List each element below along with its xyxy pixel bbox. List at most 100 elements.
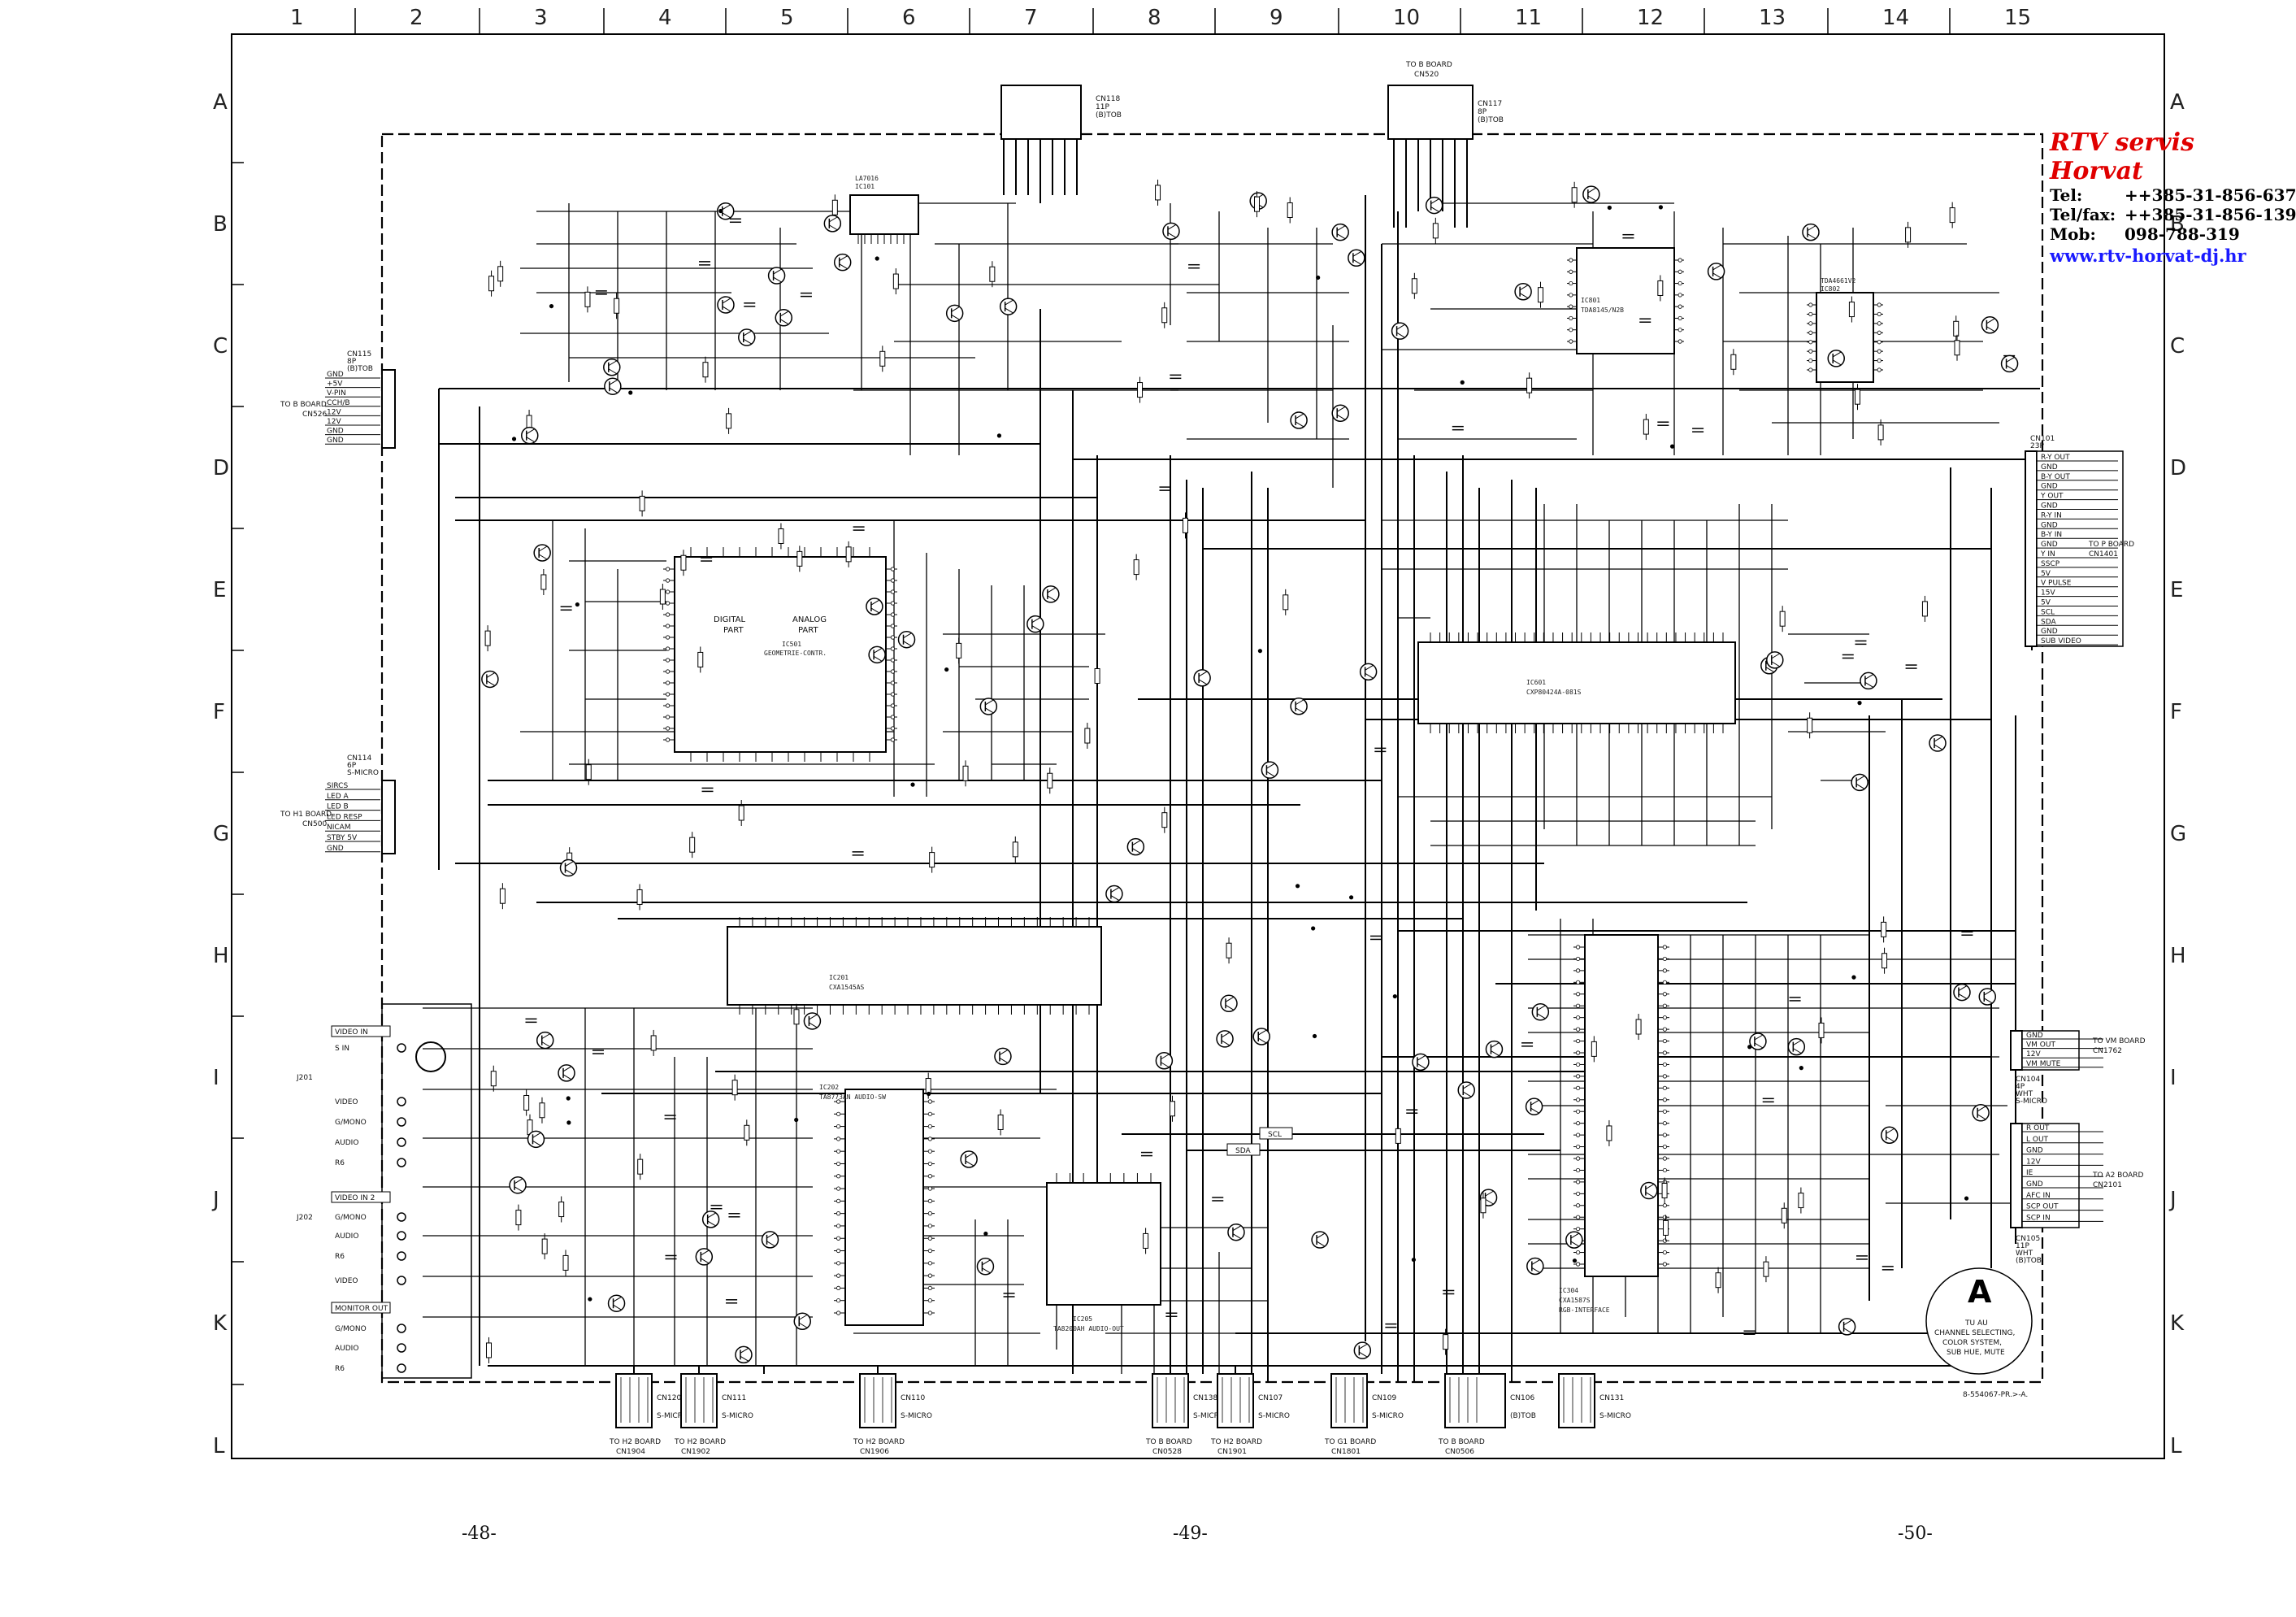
connector-pin-label: AFC IN (2026, 1192, 2051, 1200)
grid-row-label-right: J (2168, 1188, 2177, 1212)
grid-col-label: 11 (1515, 6, 1542, 30)
board-caption-1: TU AU (1964, 1319, 1988, 1328)
grid-row-label-left: D (213, 456, 229, 480)
av-jack-label: G/MONO (335, 1119, 367, 1127)
grid-row-label-right: D (2170, 456, 2186, 480)
grid-row-label-left: H (213, 944, 229, 968)
av-jack-label: MONITOR OUT (335, 1305, 388, 1313)
bottom-connector-ref: CN109 (1372, 1394, 1396, 1402)
grid-col-label: 9 (1270, 6, 1283, 30)
connector-pin-label: GND (327, 371, 344, 379)
bottom-connector-dest: TO H2 BOARD (853, 1438, 905, 1446)
grid-col-label: 8 (1148, 6, 1161, 30)
ic201-box: IC201 CXA1545AS (727, 926, 1102, 1006)
telfax-value: ++385-31-856-139 (2125, 205, 2296, 224)
j201-label: J201 (296, 1074, 313, 1082)
grid-column-ticks (354, 8, 1951, 34)
bottom-connector-sub: S-MICRO (901, 1412, 932, 1420)
bottom-connector-sub: S-MICRO (657, 1412, 688, 1420)
av-jack-label: AUDIO (335, 1345, 358, 1353)
s-video-jack (415, 1041, 446, 1072)
mob-value: 098-788-319 (2125, 224, 2240, 244)
grid-col-label: 5 (780, 6, 794, 30)
cn114-dest: TO H1 BOARD (280, 811, 332, 819)
bottom-connector-sub: S-MICRO (1193, 1412, 1225, 1420)
grid-col-label: 13 (1759, 6, 1786, 30)
ic205-box: IC205 TA8200AH AUDIO-OUT (1046, 1182, 1161, 1332)
bottom-connector-ref: CN110 (901, 1394, 925, 1402)
cn104-ref: CN104 (2016, 1076, 2040, 1084)
av-jack-label: G/MONO (335, 1325, 367, 1333)
cn104-dest: TO VM BOARD (2092, 1037, 2146, 1045)
bottom-connector-ref: CN111 (722, 1394, 746, 1402)
ic501-box: DIGITAL PART ANALOG PART IC501 GEOMETRIE… (674, 556, 887, 753)
grid-row-label-right: C (2170, 334, 2185, 359)
connector-pin-label: L OUT (2026, 1136, 2049, 1144)
cn115-ref: CN115 (347, 350, 371, 359)
cn105-ref: CN105 (2016, 1235, 2040, 1243)
ic802-ref: IC802 (1821, 285, 1840, 293)
ic501-digital-label: DIGITAL (714, 615, 746, 624)
ic501-digital-part: PART (723, 626, 744, 635)
grid-row-label-left: A (213, 90, 228, 115)
cn520-ref: CN520 (1414, 71, 1439, 79)
av-jack-label: R6 (335, 1159, 345, 1167)
grid-row-label-left: G (213, 822, 229, 846)
shop-website-link[interactable]: www.rtv-horvat-dj.hr (2050, 246, 2246, 266)
bottom-connector-dest-cn: CN1801 (1331, 1448, 1361, 1456)
connector-pin-label: SIRCS (327, 782, 348, 790)
ic-pin-stubs (663, 234, 1883, 1315)
connector-pin-label: CCH/B (327, 399, 350, 407)
connector-pin-label: GND (2041, 483, 2058, 491)
ic802-box: IC802 TDA4661V2 (1816, 277, 1874, 383)
bottom-connector-dest: TO B BOARD (1438, 1438, 1485, 1446)
shop-name: RTV servis Horvat (2050, 128, 2194, 185)
ic501-geometry: GEOMETRIE-CONTR. (764, 650, 827, 657)
av-jack-label: G/MONO (335, 1214, 367, 1222)
grid-col-label: 6 (902, 6, 916, 30)
bottom-connector-ref: CN107 (1258, 1394, 1283, 1402)
page-number-50: -50- (1898, 1524, 1933, 1544)
cn114-ref: CN114 (347, 754, 371, 763)
mob-label: Mob: (2050, 224, 2096, 244)
grid-row-label-left: F (213, 700, 225, 724)
ic501-analog-part: PART (798, 626, 818, 635)
shop-telfax-row: Tel/fax: ++385-31-856-139 (2050, 205, 2296, 224)
cn118-sub2: (B)TOB (1096, 111, 1122, 120)
ic304-part: CXA1587S (1559, 1297, 1591, 1304)
connector-pin-label: LED A (327, 793, 349, 801)
grid-row-label-right: H (2170, 944, 2186, 968)
cn105-sub: 11P (2016, 1242, 2029, 1250)
telfax-label: Tel/fax: (2050, 205, 2116, 224)
page-number-48: -48- (462, 1524, 497, 1544)
bottom-connector-dest-cn: CN1906 (860, 1448, 889, 1456)
ic202-box: IC202 TA8773AN AUDIO-SW (819, 1084, 924, 1326)
cn105-sub3: (B)TOB (2016, 1257, 2042, 1265)
connector-pin-label: GND (2041, 502, 2058, 511)
grid-row-label-right: B (2170, 212, 2185, 237)
ic801-box: IC801 TDA8145/N2B (1576, 247, 1675, 354)
connector-pin-label: GND (2026, 1147, 2043, 1155)
bottom-connector-dest-cn: CN0506 (1445, 1448, 1474, 1456)
connector-pin-label: 12V (327, 418, 341, 426)
grid-row-label-right: E (2170, 578, 2183, 602)
wiring-network (423, 114, 2040, 1390)
grid-row-label-right: L (2170, 1434, 2182, 1458)
cn114-sub2: S-MICRO (347, 769, 379, 777)
bottom-connector-dest: TO H2 BOARD (1210, 1438, 1262, 1446)
ic202-part: TA8773AN AUDIO-SW (819, 1093, 886, 1101)
j202-label: J202 (296, 1214, 313, 1222)
grid-row-label-right: K (2170, 1311, 2185, 1336)
tel-value: ++385-31-856-637 (2125, 185, 2296, 205)
grid-row-label-left: I (213, 1066, 219, 1090)
bottom-connector-dest-cn: CN1901 (1217, 1448, 1247, 1456)
ic802-part: TDA4661V2 (1821, 277, 1856, 285)
connector-pin-label: VM MUTE (2026, 1060, 2061, 1068)
board-caption-4: SUB HUE, MUTE (1947, 1349, 2005, 1357)
grid-row-label-left: J (211, 1188, 219, 1212)
connector-pin-label: +5V (327, 380, 343, 389)
bottom-connector-dest-cn: CN1902 (681, 1448, 710, 1456)
connector-pin-label: STBY 5V (327, 834, 358, 842)
grid-col-label: 15 (2004, 6, 2031, 30)
